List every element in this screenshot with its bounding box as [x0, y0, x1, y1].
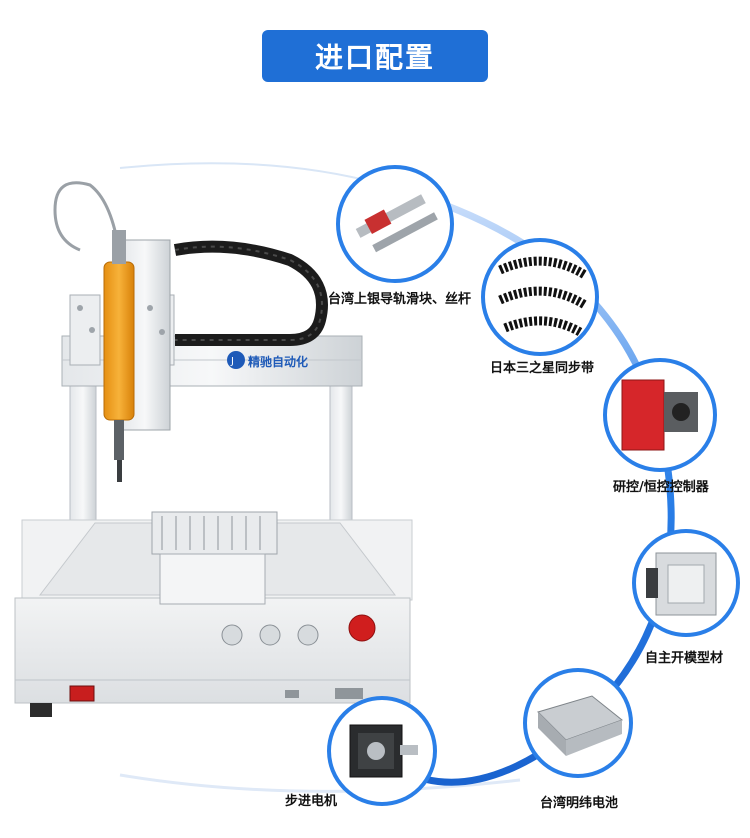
linear-guide-circle	[336, 165, 454, 283]
machine-brand-label: 精驰自动化	[248, 355, 309, 369]
emergency-stop-button	[348, 614, 376, 642]
timing-belt-label: 日本三之星同步带	[490, 361, 595, 376]
screwdriver-cable	[53, 181, 120, 252]
section-title: 进口配置	[262, 30, 488, 82]
control-button-3	[297, 624, 319, 646]
usb-port	[285, 690, 299, 698]
svg-text:J: J	[230, 356, 234, 367]
controller-label: 研控/恒控控制器	[613, 480, 709, 495]
stepper-motor-label: 步进电机	[285, 794, 338, 809]
profile-label: 自主开模型材	[645, 651, 724, 666]
workpiece-fixture	[151, 511, 278, 555]
serial-port	[335, 688, 363, 699]
power-supply-label: 台湾明纬电池	[540, 796, 619, 811]
decor-arc-bottom	[119, 773, 521, 793]
brand-logo-icon	[227, 351, 245, 369]
linear-guide-label: 台湾上银导轨滑块、丝杆	[328, 292, 472, 307]
control-button-1	[221, 624, 243, 646]
z-axis-plate	[69, 294, 101, 366]
control-button-2	[259, 624, 281, 646]
power-switch	[69, 685, 95, 702]
drag-chain	[173, 240, 328, 346]
electric-screwdriver	[103, 261, 135, 421]
